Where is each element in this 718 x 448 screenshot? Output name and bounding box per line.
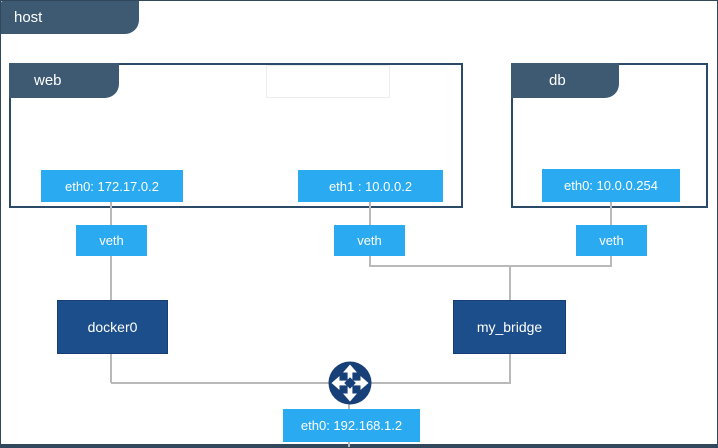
veth-chip-1: veth: [76, 225, 147, 256]
web-eth0-label: eth0: 172.17.0.2: [65, 178, 159, 194]
web-eth1-label: eth1 : 10.0.0.2: [328, 178, 413, 194]
veth-label-1: veth: [99, 233, 124, 248]
veth-chip-3: veth: [576, 225, 647, 256]
bridge-docker0: docker0: [57, 300, 168, 354]
web-eth0-chip: eth0: 172.17.0.2: [41, 170, 183, 202]
router-icon: [328, 361, 372, 405]
connector-line: [111, 382, 351, 384]
host-eth0-chip: eth0: 192.168.1.2: [283, 409, 420, 442]
connector-line: [369, 202, 371, 226]
veth-chip-2: veth: [334, 225, 405, 256]
web-eth1-chip: eth1 : 10.0.0.2: [298, 170, 443, 202]
connector-line: [348, 442, 350, 447]
faded-patch: [266, 65, 390, 98]
bottom-frame-bar: [1, 444, 717, 447]
container-web-label: web: [34, 72, 62, 89]
bridge-my-bridge-label: my_bridge: [476, 319, 543, 335]
connector-line: [350, 382, 511, 384]
host-tab: host: [1, 1, 139, 34]
container-db-tab: db: [511, 63, 619, 98]
veth-label-3: veth: [599, 233, 624, 248]
container-db-label: db: [549, 72, 566, 89]
connector-line: [369, 256, 371, 267]
connector-line: [110, 354, 112, 383]
bridge-docker0-label: docker0: [87, 319, 138, 335]
connector-line: [509, 354, 511, 383]
db-eth0-label: eth0: 10.0.0.254: [564, 178, 658, 193]
db-eth0-chip: eth0: 10.0.0.254: [542, 169, 680, 202]
connector-line: [110, 256, 112, 301]
host-eth0-label: eth0: 192.168.1.2: [300, 418, 403, 433]
connector-line: [369, 265, 612, 267]
bridge-my-bridge: my_bridge: [453, 300, 566, 354]
connector-line: [509, 267, 511, 300]
connector-line: [610, 256, 612, 267]
container-web-tab: web: [9, 63, 119, 98]
connector-line: [610, 202, 612, 226]
veth-label-2: veth: [357, 233, 382, 248]
connector-line: [110, 202, 112, 226]
host-label: host: [14, 9, 43, 26]
